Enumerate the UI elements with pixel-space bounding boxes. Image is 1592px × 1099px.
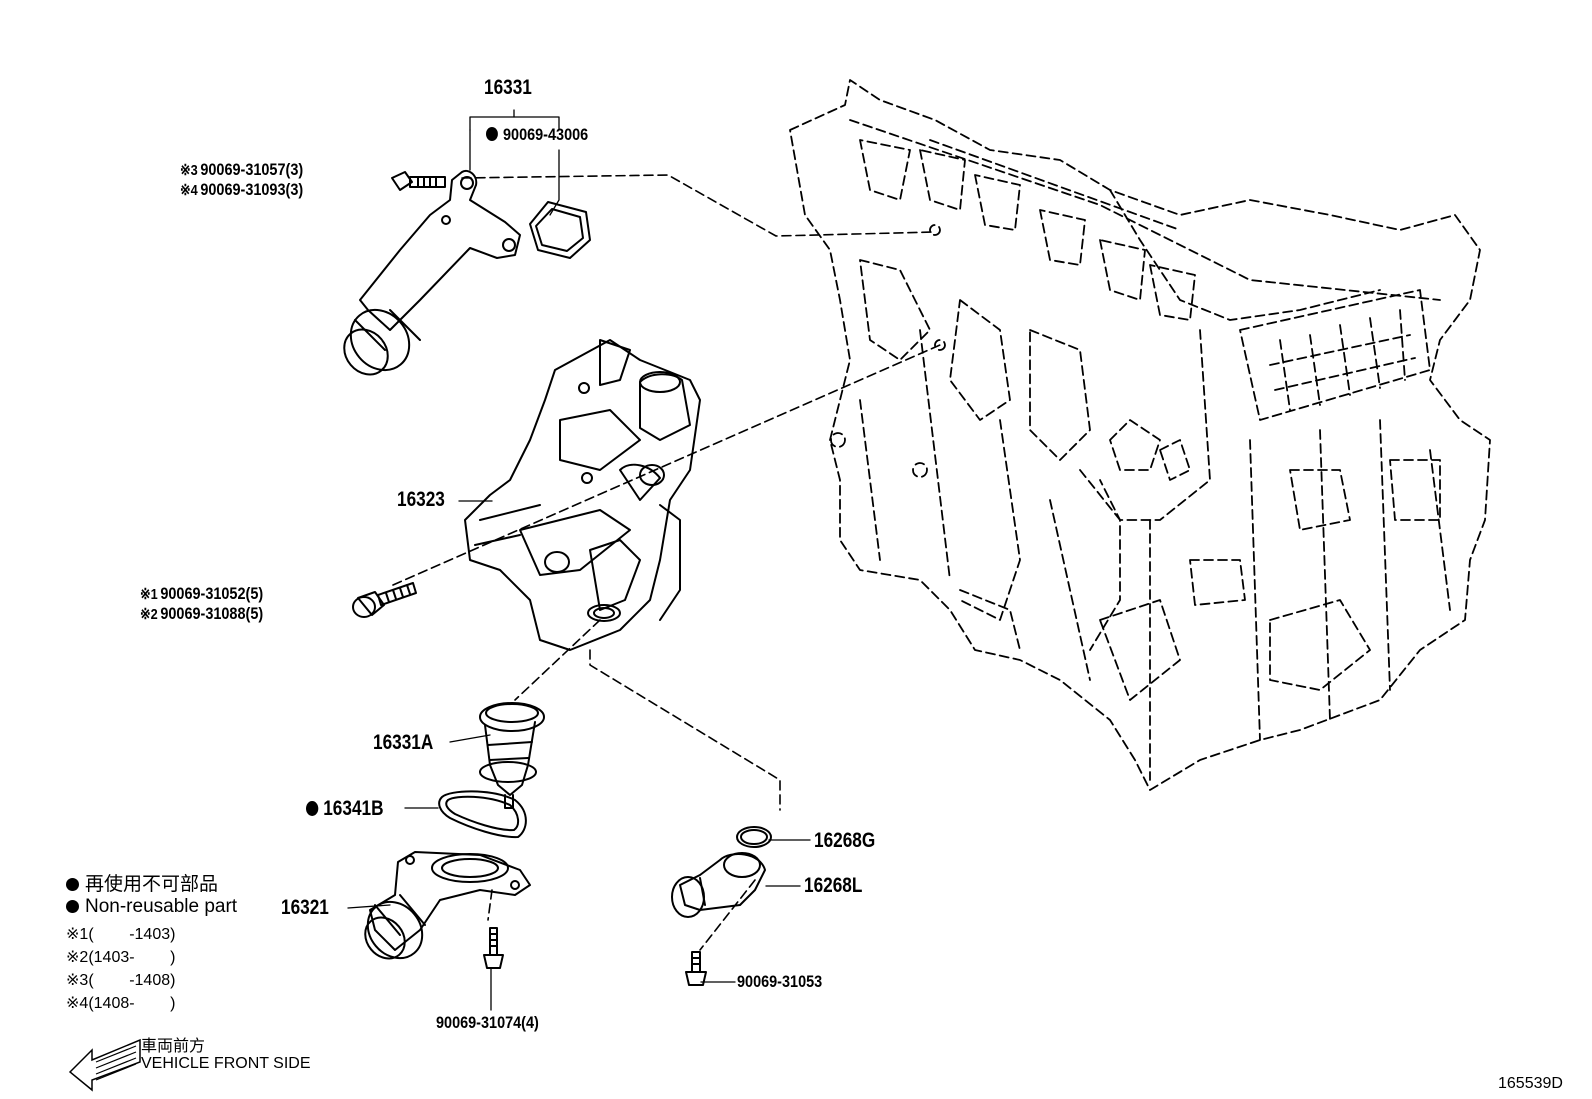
nonreusable-dot-icon — [66, 878, 79, 891]
part-bolt-31052 — [352, 582, 417, 618]
note-mark: ※4 — [180, 182, 198, 199]
label-90069-31057-text: 90069-31057(3) — [200, 160, 304, 179]
legend-nonreusable-en-text: Non-reusable part — [85, 896, 238, 917]
nonreusable-dot-icon — [486, 127, 498, 141]
note-range: ( -1408) — [88, 972, 176, 989]
diagram-id: 165539D — [1498, 1075, 1563, 1092]
direction-en: VEHICLE FRONT SIDE — [141, 1055, 311, 1072]
legend-note-3: ※3( -1408) — [66, 970, 175, 990]
part-16268L-pipe — [671, 852, 766, 918]
part-gasket-43006 — [529, 201, 591, 259]
note-range: (1403- ) — [88, 949, 176, 966]
note-mark: ※1 — [66, 926, 89, 943]
vehicle-front-arrow — [68, 1038, 141, 1092]
label-90069-31074: 90069-31074(4) — [436, 1013, 539, 1032]
engine-block — [789, 79, 1491, 791]
label-16323: 16323 — [397, 488, 445, 511]
label-90069-31053: 90069-31053 — [737, 972, 823, 991]
note-range: (1408- ) — [88, 995, 176, 1012]
label-90069-43006: 90069-43006 — [486, 125, 588, 145]
label-90069-31052-text: 90069-31052(5) — [160, 584, 264, 603]
label-16331: 16331 — [484, 76, 532, 99]
part-bolt-31057 — [391, 171, 446, 191]
note-mark: ※3 — [180, 162, 198, 179]
part-16331-outlet — [343, 169, 521, 376]
label-16341B: 16341B — [306, 797, 384, 821]
note-mark: ※2 — [66, 949, 89, 966]
legend-nonreusable-jp-text: 再使用不可部品 — [85, 874, 219, 895]
legend-nonreusable-jp: 再使用不可部品 — [66, 869, 218, 896]
note-mark: ※1 — [140, 586, 158, 603]
part-bolt-31053 — [685, 951, 707, 986]
nonreusable-dot-icon — [66, 900, 79, 913]
note-mark: ※2 — [140, 606, 158, 623]
legend-note-4: ※4(1408- ) — [66, 993, 175, 1013]
nonreusable-dot-icon — [306, 801, 319, 816]
leader-lines — [347, 109, 811, 1011]
note-range: ( -1403) — [88, 926, 176, 943]
part-16331A-thermostat — [479, 702, 545, 809]
part-16341B-gasket — [438, 790, 527, 839]
legend-nonreusable-en: Non-reusable part — [66, 896, 237, 918]
part-16268G-oring — [736, 826, 772, 848]
part-16321-inlet — [364, 851, 531, 960]
legend-note-2: ※2(1403- ) — [66, 947, 175, 967]
assembly-lines — [392, 174, 941, 951]
note-mark: ※4 — [66, 995, 89, 1012]
label-16268G: 16268G — [814, 829, 876, 852]
label-90069-31088-text: 90069-31088(5) — [160, 604, 264, 623]
label-16331A: 16331A — [373, 731, 434, 754]
label-16268L: 16268L — [804, 874, 863, 897]
label-90069-31093-text: 90069-31093(3) — [200, 180, 304, 199]
label-90069-43006-text: 90069-43006 — [503, 125, 589, 144]
part-16323-housing — [464, 339, 701, 651]
part-bolt-31074 — [483, 927, 504, 969]
label-16341B-text: 16341B — [323, 797, 384, 820]
label-16321: 16321 — [281, 896, 329, 919]
legend-note-1: ※1( -1403) — [66, 924, 175, 944]
note-mark: ※3 — [66, 972, 89, 989]
direction-jp: 車両前方 — [141, 1038, 206, 1055]
